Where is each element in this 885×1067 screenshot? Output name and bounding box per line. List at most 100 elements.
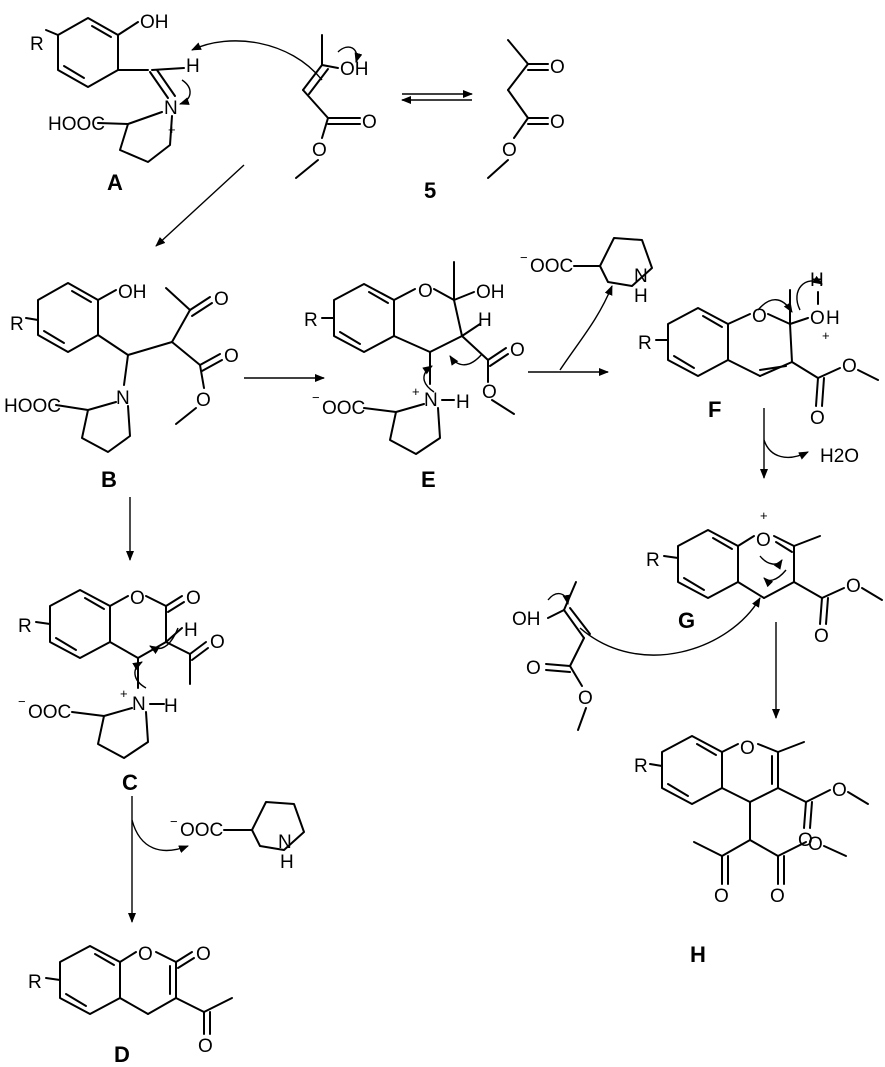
hydrogen-label: H (634, 286, 648, 307)
hooc-label: HOOC (48, 114, 105, 135)
oxygen-label: O (740, 738, 755, 759)
oxygen-label: O (550, 112, 565, 133)
oxygen-label: O (814, 626, 829, 647)
oxygen-label: O (362, 112, 377, 133)
enol-tautomer: OH O O (191, 34, 377, 179)
water-loss-arrow (763, 439, 809, 460)
oxygen-label: O (752, 306, 767, 327)
label-a: A (107, 170, 123, 195)
hydroxyl-label: OH (476, 282, 505, 303)
hydrogen-label: H (164, 696, 178, 717)
minus-charge: − (312, 390, 320, 405)
oxygen-label: O (810, 308, 825, 329)
hydrogen-label: H (184, 620, 198, 641)
minus-charge: − (520, 250, 528, 265)
r-group-label: R (646, 550, 660, 571)
equilibrium-arrows (401, 90, 473, 104)
label-5: 5 (424, 178, 436, 203)
oxygen-label: O (482, 382, 497, 403)
r-group-label: R (10, 314, 24, 335)
oxygen-label: O (832, 780, 847, 801)
hydroxyl-label: OH (118, 282, 147, 303)
oxygen-label: O (214, 289, 229, 310)
r-group-label: R (634, 756, 648, 777)
ooc-label: OOC (180, 820, 223, 841)
hydrogen-label: H (456, 392, 470, 413)
oxygen-label: O (578, 688, 593, 709)
plus-charge: + (120, 686, 128, 701)
ooc-label: OOC (28, 702, 71, 723)
oxygen-label: O (138, 944, 153, 965)
oxygen-label: O (798, 830, 813, 851)
nitrogen-label: N (164, 98, 178, 119)
compound-f: R O O H H + O O F (638, 270, 879, 429)
hooc-label: HOOC (4, 396, 61, 417)
water-label: H2O (820, 446, 859, 467)
oxygen-label: O (756, 530, 771, 551)
oxygen-label: O (770, 886, 785, 907)
proline-released-e: − OOC N H (520, 237, 653, 307)
label-h: H (690, 942, 706, 967)
plus-charge: + (822, 328, 830, 343)
label-c: C (122, 770, 138, 795)
plus-charge: + (412, 384, 420, 399)
hydroxyl-label: OH (512, 609, 541, 630)
proline-release-arrow-c (131, 819, 189, 853)
hydrogen-label: H (186, 56, 200, 77)
compound-d: R O O O D (28, 944, 233, 1067)
compound-a: OH R H N + HOOC A (30, 12, 200, 195)
oxygen-label: O (810, 408, 825, 429)
nitrogen-label: N (424, 390, 438, 411)
plus-charge: + (760, 508, 768, 523)
oxygen-label: O (418, 281, 433, 302)
compound-e: R O OH H O O N + H − OOC E (304, 261, 525, 492)
oxygen-label: O (196, 390, 211, 411)
r-group-label: R (28, 972, 42, 993)
oxygen-label: O (502, 140, 517, 161)
oxygen-label: O (526, 658, 541, 679)
oxygen-label: O (130, 588, 145, 609)
proline-release-arrow (559, 285, 613, 371)
nitrogen-label: N (116, 388, 130, 409)
compound-b: OH R O O O N HOOC B (4, 282, 239, 492)
ooc-label: OOC (322, 398, 365, 419)
nitrogen-label: N (634, 266, 648, 287)
oxygen-label: O (842, 356, 857, 377)
minus-charge: − (18, 694, 26, 709)
label-f: F (708, 397, 721, 422)
oxygen-label: O (186, 588, 201, 609)
r-group-label: R (304, 310, 318, 331)
oxygen-label: O (714, 886, 729, 907)
oxygen-label: O (510, 340, 525, 361)
hydrogen-label: H (478, 310, 492, 331)
enol-nucleophile: OH O O (512, 581, 761, 731)
label-g: G (678, 608, 695, 633)
label-e: E (421, 467, 436, 492)
hydrogen-label: H (280, 852, 294, 873)
r-group-label: R (30, 34, 44, 55)
compound-c: R O O H O N + H − OOC C (18, 588, 225, 795)
nitrogen-label: N (278, 832, 292, 853)
hydrogen-label: H (826, 308, 840, 329)
r-group-label: R (18, 616, 32, 637)
oxygen-label: O (846, 576, 861, 597)
oxygen-label: O (550, 57, 565, 78)
nitrogen-label: N (132, 694, 146, 715)
ooc-label: OOC (530, 256, 573, 277)
compound-h: R O O O O O O H (634, 735, 869, 967)
label-d: D (114, 1042, 130, 1067)
proline-released-c: − OOC N H (170, 801, 305, 873)
r-group-label: R (638, 333, 652, 354)
label-b: B (101, 467, 117, 492)
arrow-a-to-b (155, 164, 245, 247)
compound-g: R O + O O G (646, 508, 883, 647)
oxygen-label: O (198, 1036, 213, 1057)
hydroxyl-label: OH (340, 59, 369, 80)
oxygen-label: O (210, 632, 225, 653)
hydroxyl-label: OH (140, 12, 169, 33)
oxygen-label: O (808, 834, 823, 855)
oxygen-label: O (312, 140, 327, 161)
oxygen-label: O (224, 346, 239, 367)
minus-charge: − (170, 814, 178, 829)
